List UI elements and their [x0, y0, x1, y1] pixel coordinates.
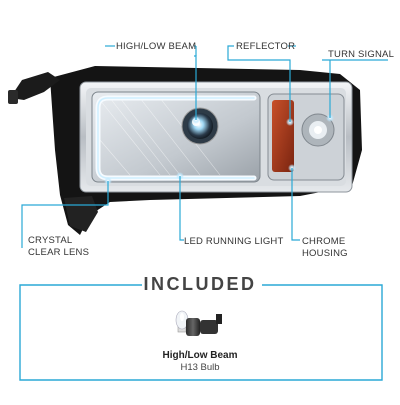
h13-bulb-image	[175, 310, 222, 336]
callout-reflector: REFLECTOR	[236, 41, 296, 52]
callout-turn-signal: TURN SIGNAL	[328, 49, 395, 60]
callout-chrome-line1: CHROME	[302, 236, 346, 247]
callout-chrome-line2: HOUSING	[302, 248, 348, 259]
callout-lines	[21, 45, 388, 248]
projector-lens	[187, 113, 213, 139]
bulb-type: H13 Bulb	[180, 362, 220, 373]
included-panel	[19, 284, 383, 381]
included-heading: INCLUDED	[143, 274, 257, 294]
callout-crystal-line1: CRYSTAL	[28, 235, 73, 246]
callout-high-low-beam: HIGH/LOW BEAM	[116, 41, 197, 52]
callout-led-running-light: LED RUNNING LIGHT	[184, 236, 284, 247]
crystal-clear-lens	[91, 91, 261, 183]
callout-crystal-line2: CLEAR LENS	[28, 247, 90, 258]
bulb-name: High/Low Beam	[162, 350, 238, 361]
